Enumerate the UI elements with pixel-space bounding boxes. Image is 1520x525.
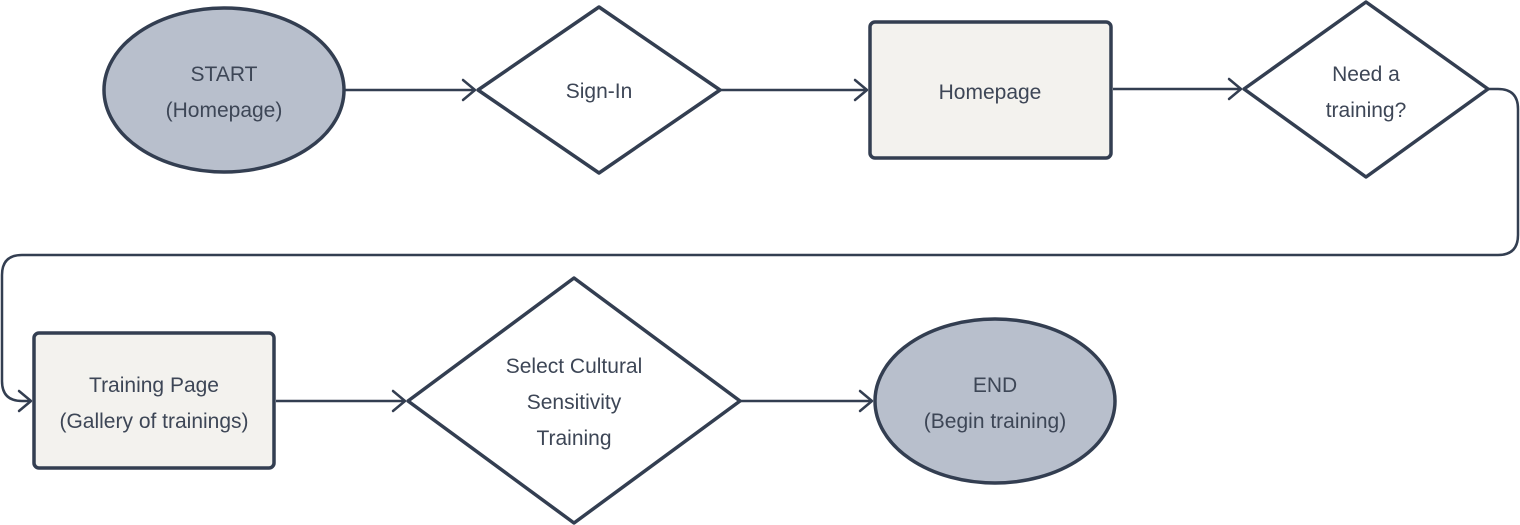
arrowhead-select: [391, 389, 407, 413]
select-training-node-label-line1: Select Cultural: [506, 355, 643, 378]
arrowhead-homepage: [853, 78, 869, 102]
training-page-node-label-line2: (Gallery of trainings): [59, 410, 248, 433]
homepage-node: Homepage: [868, 20, 1113, 160]
select-training-node-label-line3: Training: [536, 427, 611, 450]
connector-need-training-to-training-page: [0, 87, 1520, 403]
signin-node: Sign-In: [476, 5, 722, 175]
arrowhead-training-page: [17, 389, 33, 413]
homepage-node-label: Homepage: [939, 81, 1042, 104]
end-node-label-line2: (Begin training): [924, 410, 1066, 433]
arrowhead-end: [858, 389, 874, 413]
connectors: [0, 77, 1520, 413]
training-page-node: Training Page (Gallery of trainings): [32, 331, 276, 470]
start-node: START (Homepage): [102, 6, 346, 174]
select-training-node: Select Cultural Sensitivity Training: [406, 276, 742, 525]
training-page-node-label-line1: Training Page: [89, 374, 219, 397]
arrowhead-need-training: [1227, 77, 1243, 101]
need-training-node-label-line1: Need a: [1332, 63, 1400, 86]
signin-node-label: Sign-In: [566, 80, 633, 103]
need-training-node: Need a training?: [1242, 0, 1490, 179]
start-node-label-line2: (Homepage): [166, 99, 283, 122]
arrowhead-signin: [461, 78, 477, 102]
select-training-node-label-line2: Sensitivity: [527, 391, 622, 414]
end-node-label-line1: END: [973, 374, 1017, 397]
start-node-label-line1: START: [191, 63, 258, 86]
end-node: END (Begin training): [873, 317, 1117, 485]
need-training-node-label-line2: training?: [1326, 99, 1407, 122]
